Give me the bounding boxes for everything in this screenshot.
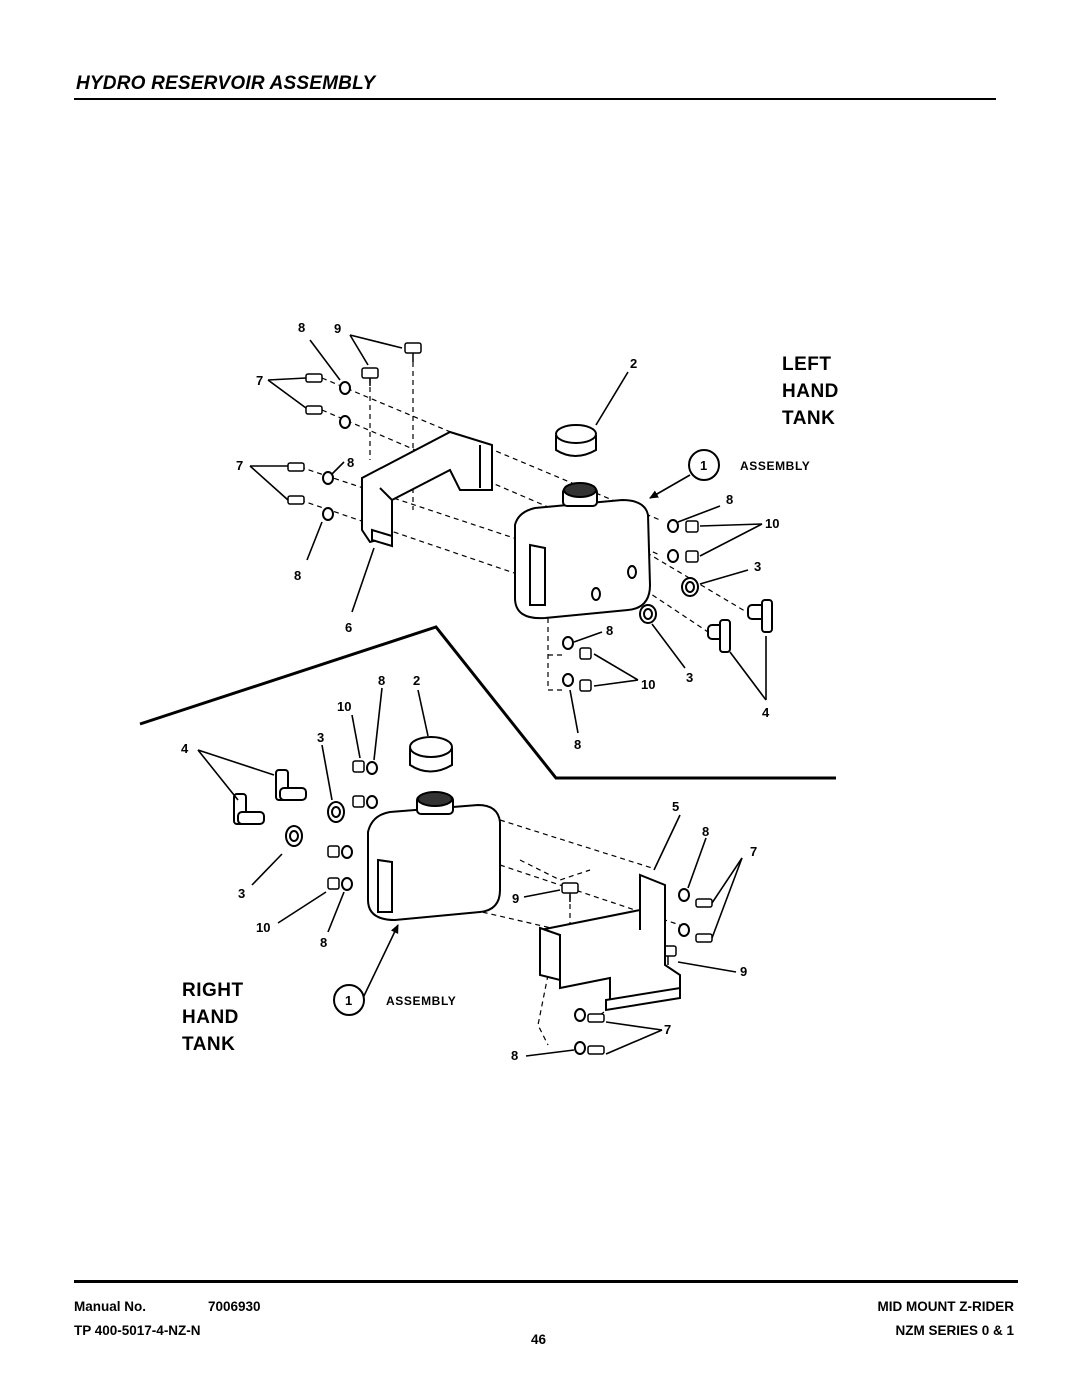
manual-number: 7006930	[208, 1299, 261, 1314]
tp-number: TP 400-5017-4-NZ-N	[74, 1323, 201, 1338]
section-divider	[139, 625, 836, 780]
left-tank-heading-line: LEFT	[782, 354, 832, 375]
left-tank-heading-line: TANK	[782, 408, 835, 429]
assembly-circle	[333, 984, 365, 1016]
series-name: NZM SERIES 0 & 1	[895, 1323, 1014, 1338]
bolt-icon	[587, 898, 713, 1055]
callout-8: 8	[378, 673, 385, 688]
nut-icon	[579, 520, 699, 692]
elbow-fitting-icon	[707, 599, 773, 653]
callout-9: 9	[334, 321, 341, 336]
tank-bracket	[539, 873, 681, 1012]
right-tank-heading-line: TANK	[182, 1034, 235, 1055]
filler-cap	[409, 736, 453, 773]
callout-3: 3	[238, 886, 245, 901]
callout-8: 8	[702, 824, 709, 839]
manual-label: Manual No.	[74, 1299, 147, 1314]
callout-8: 8	[606, 623, 613, 638]
callout-10: 10	[765, 516, 779, 531]
callout-3: 3	[317, 730, 324, 745]
callout-7: 7	[256, 373, 263, 388]
right-tank-heading-line: HAND	[182, 1007, 239, 1028]
grommet-icon	[285, 801, 345, 847]
callout-7: 7	[750, 844, 757, 859]
washer-icon	[341, 761, 690, 1055]
callout-4: 4	[181, 741, 189, 756]
grommet-icon	[639, 577, 699, 624]
filler-cap	[555, 424, 597, 457]
nut-icon	[327, 760, 365, 890]
callout-9: 9	[740, 964, 747, 979]
callout-8: 8	[294, 568, 301, 583]
callout-2: 2	[630, 356, 637, 371]
right-reservoir-tank	[367, 791, 501, 922]
callout-8: 8	[347, 455, 354, 470]
callout-8: 8	[574, 737, 581, 752]
footer-rule	[74, 1280, 1018, 1283]
callout-10: 10	[337, 699, 351, 714]
assembly-label: ASSEMBLY	[386, 994, 456, 1008]
callout-2: 2	[413, 673, 420, 688]
assembly-number: 1	[700, 458, 707, 473]
callout-3: 3	[754, 559, 761, 574]
left-reservoir-tank	[514, 482, 652, 620]
elbow-fitting-icon	[233, 769, 307, 825]
callout-8: 8	[726, 492, 733, 507]
title-rule	[74, 98, 996, 100]
page-title: HYDRO RESERVOIR ASSEMBLY	[76, 73, 376, 94]
assembly-label: ASSEMBLY	[740, 459, 810, 473]
callout-3: 3	[686, 670, 693, 685]
callout-8: 8	[298, 320, 305, 335]
page-number: 46	[531, 1332, 547, 1347]
callout-7: 7	[664, 1022, 671, 1037]
callout-9: 9	[512, 891, 519, 906]
tank-bracket	[361, 430, 493, 548]
callout-8: 8	[320, 935, 327, 950]
callout-10: 10	[256, 920, 270, 935]
right-tank-heading-line: RIGHT	[182, 980, 244, 1001]
callout-6: 6	[345, 620, 352, 635]
left-tank-heading-line: HAND	[782, 381, 839, 402]
callout-4: 4	[762, 705, 770, 720]
callout-7: 7	[236, 458, 243, 473]
assembly-circle	[688, 449, 720, 481]
callout-10: 10	[641, 677, 655, 692]
assembly-number: 1	[345, 993, 352, 1008]
right-hand-tank-group: 10 8 2 4 3 5 8 7 9 3 10 8 9 7 8 RIGHT HA…	[181, 673, 757, 1063]
screw-icon	[361, 342, 422, 386]
bolt-icon	[287, 373, 323, 505]
left-hand-tank-group: 8 9 7 2 7 8 8 10 3 8 6 8 10 3 4 8 LEFT H…	[236, 320, 839, 752]
product-name: MID MOUNT Z-RIDER	[877, 1299, 1014, 1314]
washer-icon	[322, 381, 679, 687]
callout-5: 5	[672, 799, 679, 814]
callout-8: 8	[511, 1048, 518, 1063]
